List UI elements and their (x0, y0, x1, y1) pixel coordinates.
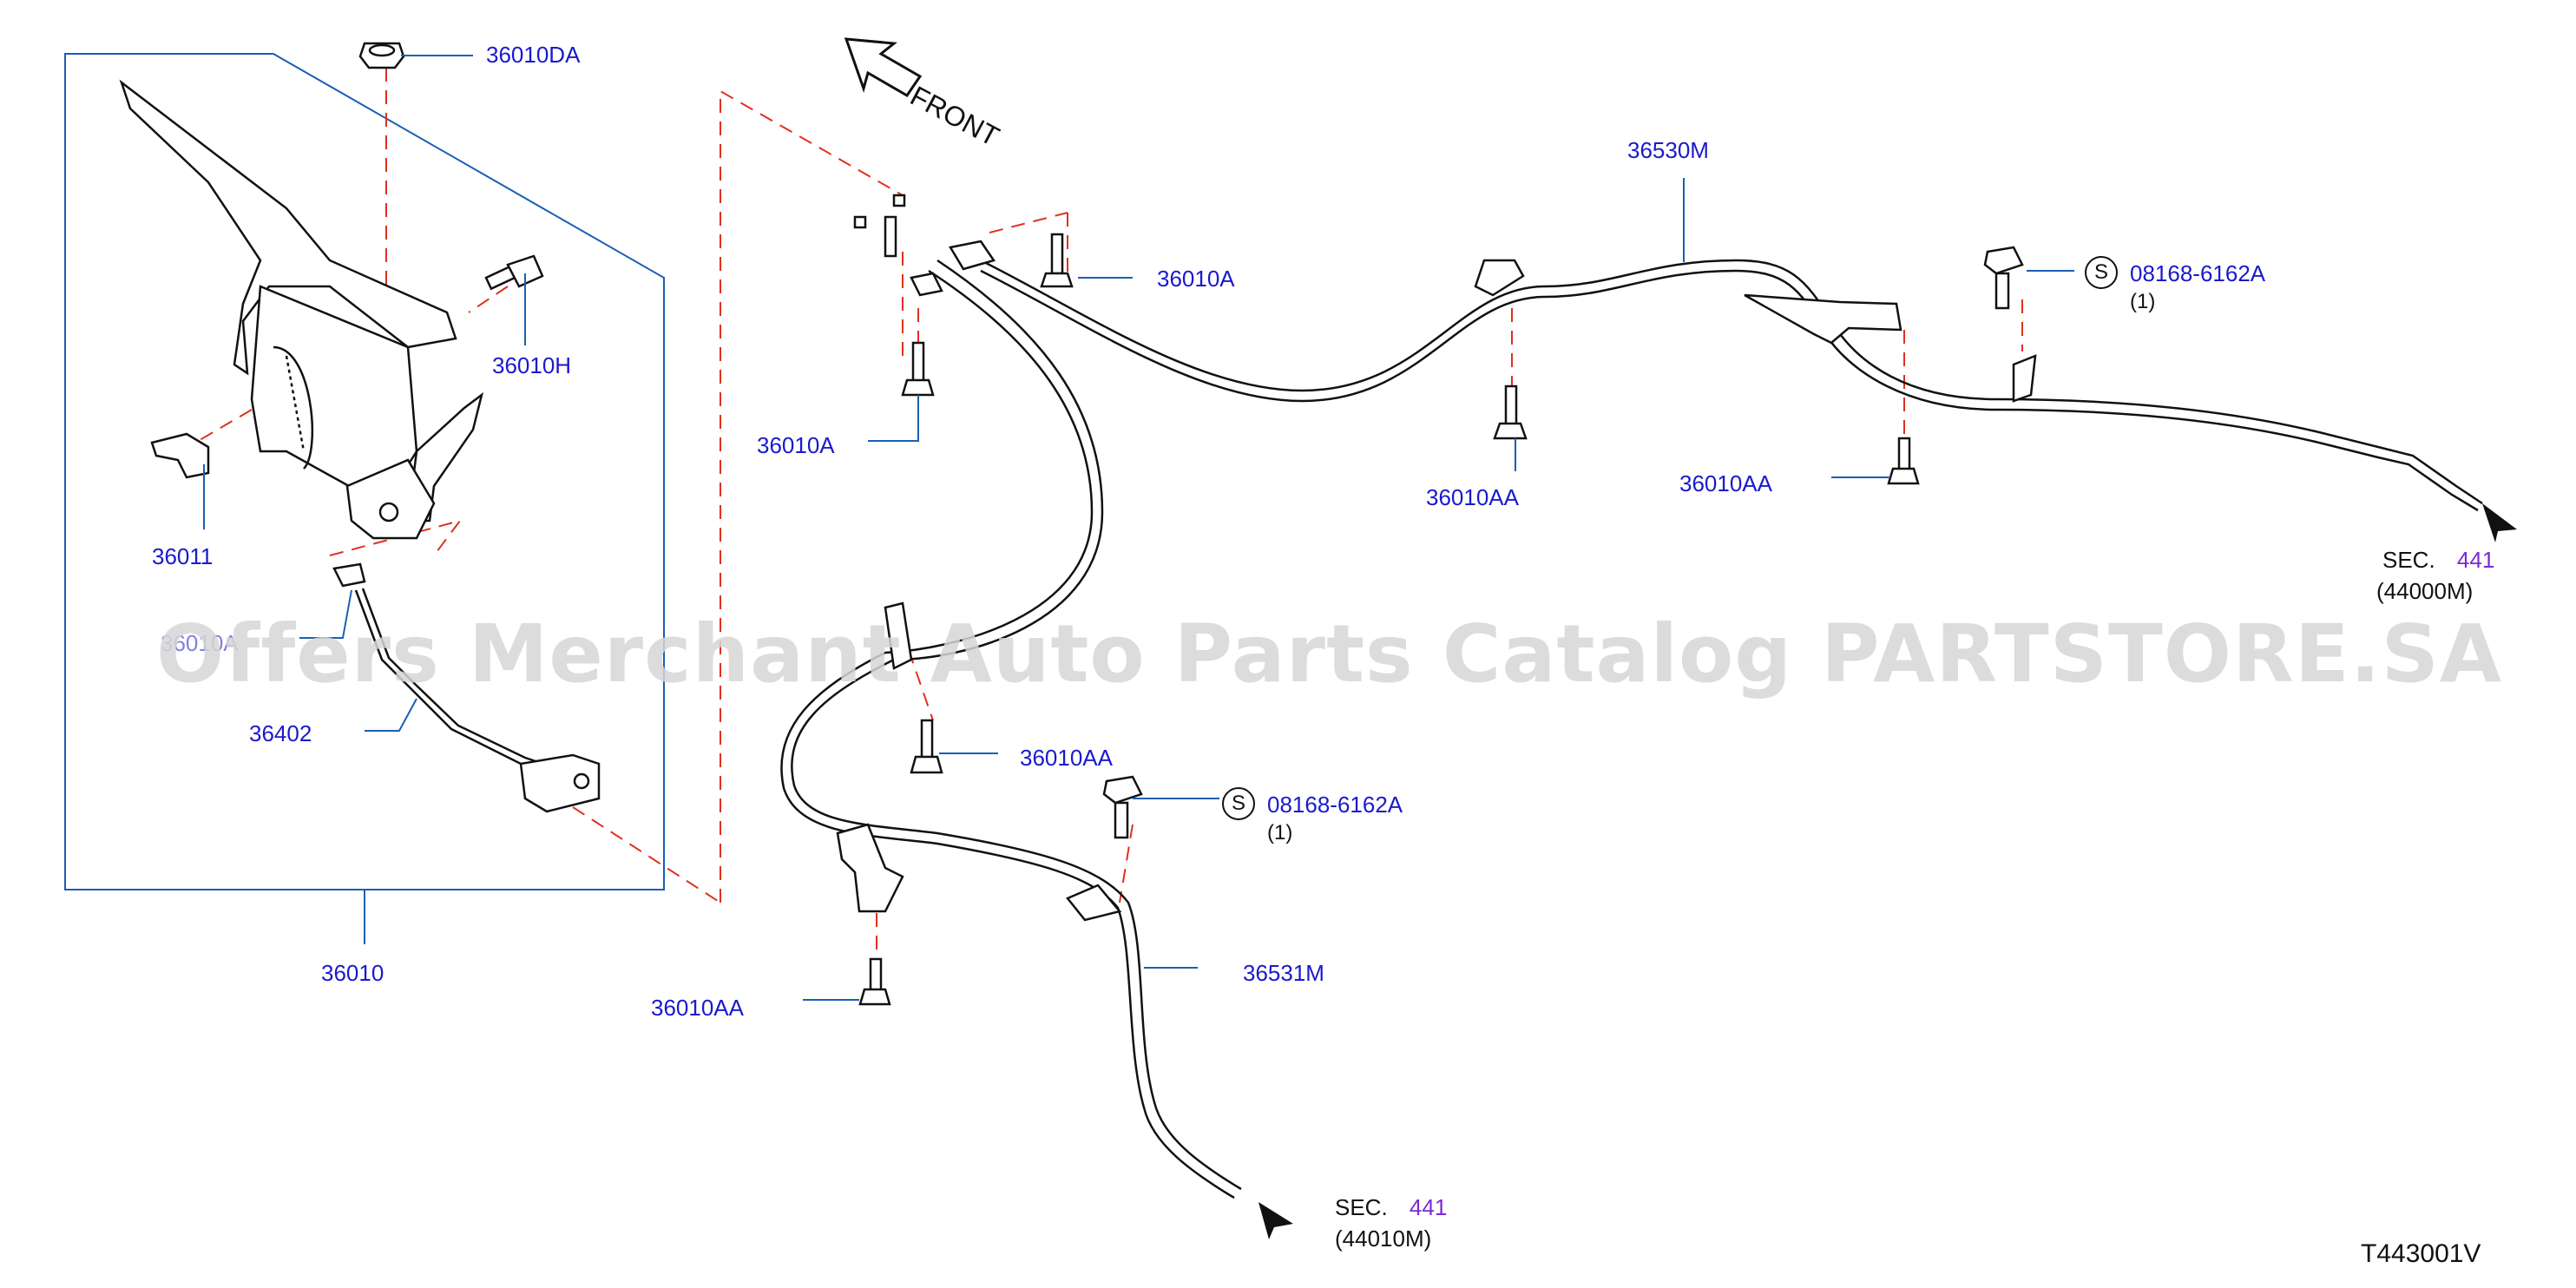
sec-bottom-prefix: SEC. (1335, 1194, 1388, 1220)
label-36010AA-center: 36010AA (1020, 745, 1113, 771)
label-bolt-top-qty: (1) (2130, 290, 2156, 313)
label-36010H: 36010H (492, 352, 572, 378)
nut-36010DA (358, 42, 405, 69)
clip-36011 (150, 432, 210, 479)
alignment-dashes (194, 68, 2023, 963)
brackets (836, 240, 2037, 922)
label-36010DA: 36010DA (486, 42, 581, 68)
diagram-code: T443001V (2361, 1239, 2481, 1268)
sec-right-prefix: SEC. (2382, 547, 2435, 573)
label-36530M: 36530M (1627, 137, 1709, 163)
label-bolt-mid: 08168-6162A (1267, 792, 1403, 818)
label-36531M: 36531M (1243, 960, 1324, 986)
cable-end-arrow-right (2482, 503, 2517, 542)
leader-lines (203, 55, 2074, 1001)
sec-bottom[interactable]: SEC. 441 (1335, 1196, 1447, 1219)
label-bolt-mid-qty: (1) (1267, 821, 1293, 844)
label-36010A-top: 36010A (1157, 266, 1235, 292)
label-36011: 36011 (152, 543, 214, 569)
label-36010: 36010 (321, 960, 384, 986)
front-arrow (844, 37, 923, 97)
label-36402: 36402 (249, 720, 312, 746)
label-36010AA-bottom: 36010AA (651, 995, 744, 1021)
sec-bottom-number[interactable]: 441 (1409, 1194, 1448, 1220)
handbrake-lever (119, 79, 484, 540)
label-36010A-left: 36010A (757, 432, 835, 458)
bolt-36010H (484, 254, 544, 291)
cable-36530M (980, 259, 2483, 512)
label-36010AA-mid: 36010AA (1426, 484, 1519, 510)
sec-right[interactable]: SEC. 441 (2382, 549, 2494, 571)
assembly-outline (64, 53, 665, 890)
sec-right-number[interactable]: 441 (2456, 547, 2495, 573)
label-bolt-top: 08168-6162A (2130, 260, 2266, 286)
s-symbol-top: S (2085, 256, 2118, 289)
cable-36531M (780, 259, 1242, 1199)
label-36010AA-right: 36010AA (1679, 470, 1772, 496)
s-symbol-mid: S (1222, 787, 1255, 820)
label-36010-partial: 36010A (161, 630, 239, 656)
sec-right-sub: (44000M) (2376, 578, 2474, 604)
sec-bottom-sub: (44010M) (1335, 1226, 1432, 1252)
cable-36402 (332, 562, 601, 813)
bolts (853, 194, 2024, 1006)
cable-end-arrow-bottom (1258, 1202, 1293, 1239)
